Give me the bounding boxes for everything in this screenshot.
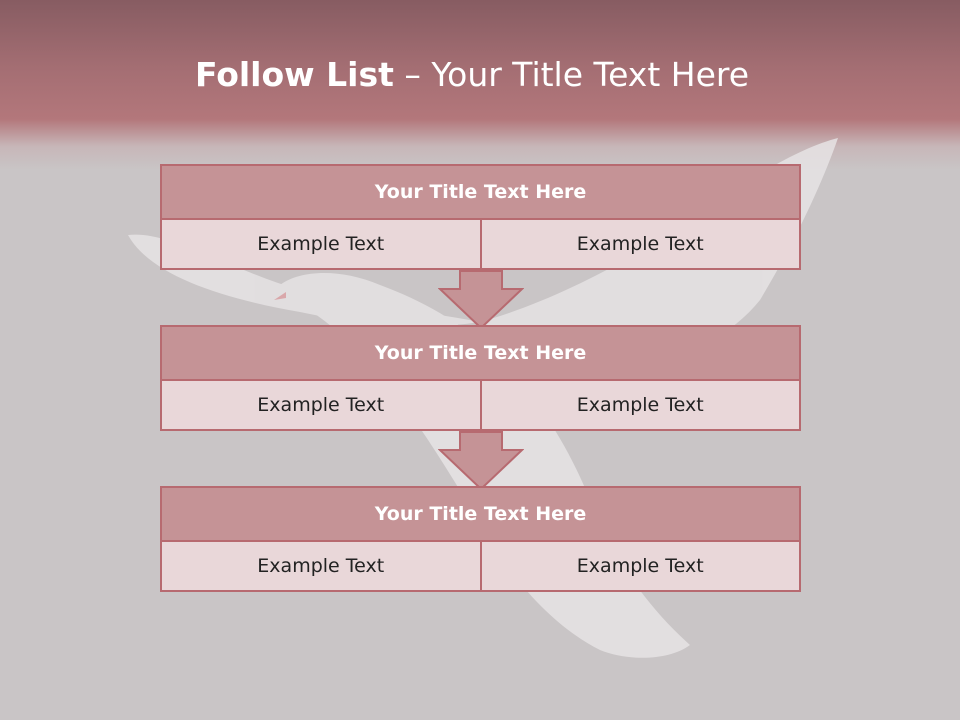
title-rest: – Your Title Text Here: [393, 55, 750, 94]
block-cell-right: Example Text: [481, 542, 801, 592]
block-title: Your Title Text Here: [160, 325, 801, 381]
block-title: Your Title Text Here: [160, 164, 801, 220]
block-title: Your Title Text Here: [160, 486, 801, 542]
list-block-3: Your Title Text Here Example Text Exampl…: [160, 486, 801, 592]
down-arrow-icon: [438, 431, 524, 491]
block-cell-right: Example Text: [481, 220, 801, 270]
list-block-2: Your Title Text Here Example Text Exampl…: [160, 325, 801, 431]
block-cell-right: Example Text: [481, 381, 801, 431]
slide-title: Follow List – Your Title Text Here: [0, 52, 944, 98]
block-cell-left: Example Text: [160, 542, 482, 592]
down-arrow-icon: [438, 270, 524, 330]
title-bold: Follow List: [194, 55, 394, 94]
list-block-1: Your Title Text Here Example Text Exampl…: [160, 164, 801, 270]
block-cell-left: Example Text: [160, 381, 482, 431]
block-cell-left: Example Text: [160, 220, 482, 270]
header-band: [0, 0, 960, 170]
